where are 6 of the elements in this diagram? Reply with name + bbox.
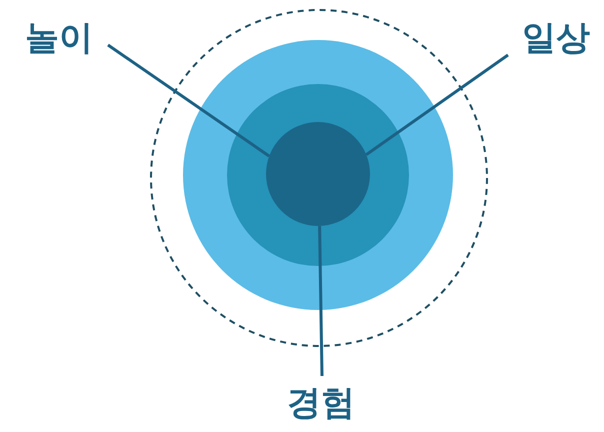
label-text: 일상: [514, 18, 598, 60]
leader-line: [107, 44, 270, 158]
leader-line: [318, 226, 324, 376]
leader-line: [365, 54, 509, 156]
label-text: 놀이: [14, 18, 104, 60]
label-text: 경험: [278, 383, 364, 425]
